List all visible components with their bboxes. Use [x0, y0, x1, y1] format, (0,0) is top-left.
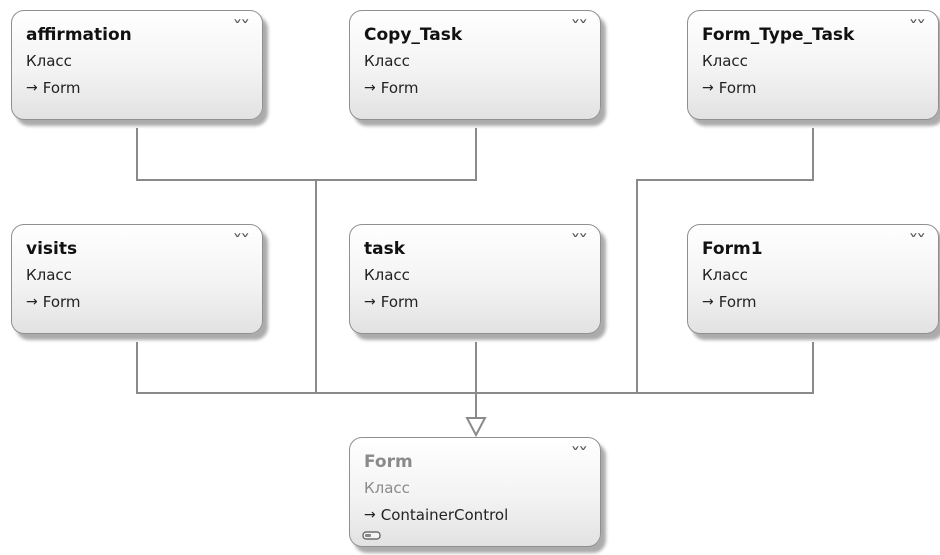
class-name: visits	[26, 239, 78, 259]
base-class-line: →Form	[26, 79, 81, 97]
class-name: Form1	[702, 239, 763, 259]
inherit-arrow-icon: →	[364, 80, 376, 96]
class-stereotype: Класс	[26, 52, 72, 70]
base-class-name: Form	[42, 293, 81, 311]
class-box-form[interactable]: Form ˅˅ Класс →ContainerControl	[349, 437, 601, 547]
expand-chevron-icon[interactable]: ˅˅	[570, 17, 588, 36]
class-stereotype: Класс	[364, 52, 410, 70]
class-box-task[interactable]: task ˅˅ Класс →Form	[349, 224, 601, 334]
class-name: Copy_Task	[364, 25, 463, 45]
class-name: Form_Type_Task	[702, 25, 855, 45]
expand-chevron-icon[interactable]: ˅˅	[570, 444, 588, 463]
class-stereotype: Класс	[364, 479, 410, 497]
inherit-arrow-icon: →	[364, 507, 376, 523]
base-class-line: →Form	[702, 79, 757, 97]
connector-affirmation	[136, 128, 317, 393]
base-class-line: →Form	[702, 293, 757, 311]
class-name: task	[364, 239, 406, 259]
expand-chevron-icon[interactable]: ˅˅	[908, 17, 926, 36]
class-box-affirmation[interactable]: affirmation ˅˅ Класс →Form	[11, 10, 263, 120]
expand-chevron-icon[interactable]: ˅˅	[232, 231, 250, 250]
connector-visits	[136, 342, 476, 394]
base-class-line: →Form	[364, 79, 419, 97]
class-box-form-type-task[interactable]: Form_Type_Task ˅˅ Класс →Form	[687, 10, 939, 120]
class-box-form1[interactable]: Form1 ˅˅ Класс →Form	[687, 224, 939, 334]
inherit-arrow-icon: →	[26, 294, 38, 310]
class-stereotype: Класс	[702, 266, 748, 284]
library-icon	[362, 531, 381, 540]
inheritance-arrowhead	[465, 417, 487, 438]
class-name: Form	[364, 452, 413, 472]
base-class-name: Form	[380, 79, 419, 97]
base-class-name: Form	[380, 293, 419, 311]
class-box-copy-task[interactable]: Copy_Task ˅˅ Класс →Form	[349, 10, 601, 120]
expand-chevron-icon[interactable]: ˅˅	[232, 17, 250, 36]
inherit-arrow-icon: →	[702, 294, 714, 310]
connector-form1	[476, 342, 814, 394]
class-stereotype: Класс	[26, 266, 72, 284]
base-class-name: Form	[718, 79, 757, 97]
base-class-line: →Form	[26, 293, 81, 311]
expand-chevron-icon[interactable]: ˅˅	[570, 231, 588, 250]
connector-copy-task	[316, 128, 477, 181]
inherit-arrow-icon: →	[26, 80, 38, 96]
expand-chevron-icon[interactable]: ˅˅	[908, 231, 926, 250]
base-class-name: Form	[42, 79, 81, 97]
class-box-visits[interactable]: visits ˅˅ Класс →Form	[11, 224, 263, 334]
class-name: affirmation	[26, 25, 132, 45]
inherit-arrow-icon: →	[364, 294, 376, 310]
base-class-line: →ContainerControl	[364, 506, 508, 524]
class-stereotype: Класс	[702, 52, 748, 70]
inherit-arrow-icon: →	[702, 80, 714, 96]
base-class-name: ContainerControl	[380, 506, 509, 524]
connector-form-type-task	[636, 128, 814, 393]
class-stereotype: Класс	[364, 266, 410, 284]
base-class-name: Form	[718, 293, 757, 311]
base-class-line: →Form	[364, 293, 419, 311]
